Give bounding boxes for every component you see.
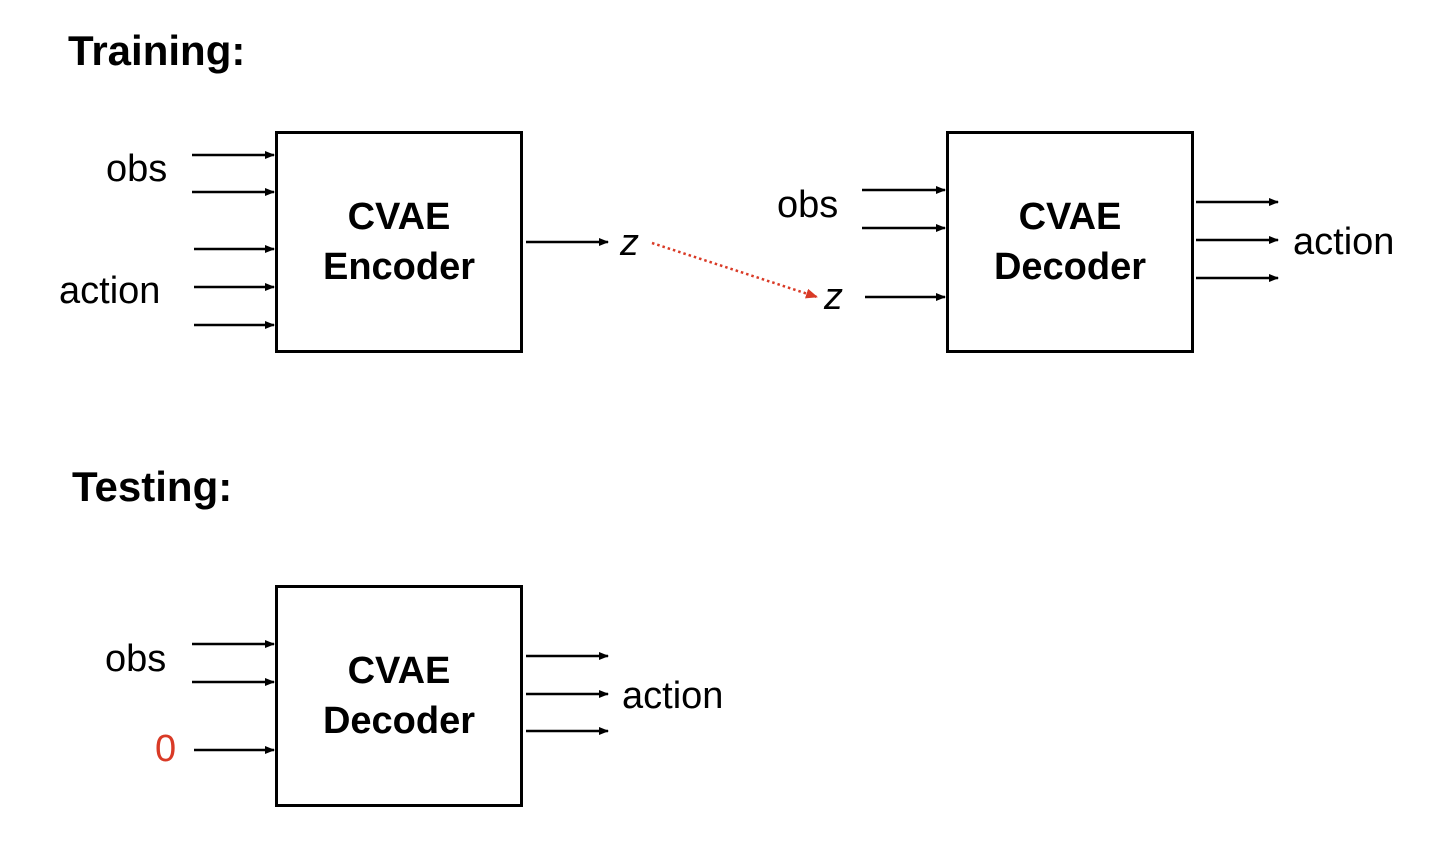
test-obs-label: obs (105, 638, 167, 680)
decoder-title-line2: Decoder (993, 246, 1147, 288)
dec-obs-label: obs (777, 184, 839, 226)
cvae-decoder-box-testing: CVAE Decoder (275, 585, 523, 807)
test-action-label: action (622, 675, 724, 717)
decoder-title-line1: CVAE (1018, 196, 1122, 238)
enc-z-label: z (620, 222, 639, 264)
enc-action-label: action (59, 270, 161, 312)
enc-obs-label: obs (106, 148, 168, 190)
encoder-title-line1: CVAE (347, 196, 451, 238)
encoder-title-line2: Encoder (322, 246, 476, 288)
test-decoder-title-line1: CVAE (347, 650, 451, 692)
dec-action-label: action (1293, 221, 1395, 263)
dec-z-label: z (824, 276, 843, 318)
test-zero-label: 0 (155, 728, 177, 770)
z-transfer-arrow (651, 241, 818, 299)
testing-heading: Testing: (72, 463, 233, 510)
test-decoder-title-line2: Decoder (322, 700, 476, 742)
cvae-decoder-box-training: CVAE Decoder (946, 131, 1194, 353)
training-heading: Training: (68, 27, 246, 74)
cvae-encoder-box: CVAE Encoder (275, 131, 523, 353)
